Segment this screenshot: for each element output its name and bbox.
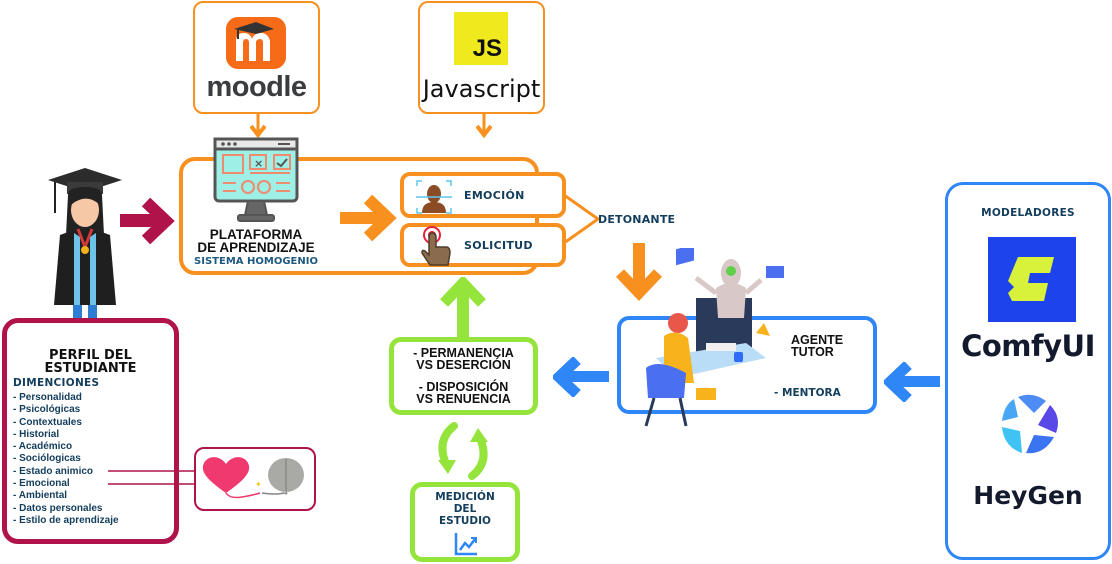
arrow-right-student-to-platform	[120, 198, 175, 244]
arrow-down-javascript	[476, 113, 492, 139]
moodle-logo-card: moodle	[193, 1, 320, 114]
touch-hand-icon	[421, 226, 451, 266]
arrow-left-modelers-to-agent	[884, 362, 940, 402]
dimension-item: - Emocional	[13, 478, 70, 490]
outcome-reluctance: VS RENUENCIA	[416, 392, 511, 406]
heygen-icon	[996, 391, 1066, 461]
dimension-item: - Estado animico	[13, 465, 94, 477]
heygen-wordmark: HeyGen	[973, 481, 1083, 510]
request-trigger-card: SOLICITUD	[400, 223, 566, 267]
robot-tutor-illustration	[644, 248, 784, 427]
dimension-item: - Personalidad	[13, 392, 82, 403]
javascript-wordmark: Javascript	[422, 75, 541, 103]
comfyui-wordmark: ComfyUI	[961, 329, 1095, 363]
emotion-label: EMOCIÓN	[464, 189, 525, 202]
dimensions-list: - Personalidad - Psicológicas - Contextu…	[13, 392, 119, 527]
study-measurement-card: MEDICIÓN DEL ESTUDIO	[410, 482, 520, 562]
dimension-item: - Psicológicas	[13, 404, 81, 416]
outcome-desertion: VS DESERCIÓN	[416, 358, 511, 372]
student-profile-card: PERFIL DEL ESTUDIANTE DIMENCIONES - Pers…	[2, 318, 179, 544]
dimension-item: - Contextuales	[13, 416, 82, 428]
agent-role: - MENTORA	[774, 387, 841, 399]
trigger-label: DETONANTE	[598, 213, 676, 226]
moodle-icon	[226, 17, 286, 69]
agent-title: AGENTE TUTOR	[791, 333, 844, 359]
face-scan-icon	[416, 180, 452, 214]
outcome-disposition: - DISPOSICIÓN	[418, 380, 509, 394]
student-profile-title: PERFIL DEL ESTUDIANTE	[44, 348, 137, 376]
dimension-item: - Ambiental	[13, 490, 68, 502]
graduate-student-illustration	[48, 168, 122, 339]
svg-text:✦: ✦	[255, 480, 262, 489]
javascript-logo-card: JS Javascript	[418, 1, 545, 114]
comfyui-icon	[988, 237, 1076, 322]
platform-title: PLATAFORMA DE APRENDIZAJE SISTEMA HOMOGE…	[186, 228, 326, 267]
request-label: SOLICITUD	[464, 239, 533, 252]
trigger-bracket	[563, 193, 601, 245]
arrow-down-to-agent	[616, 243, 662, 301]
connector-lines-emotion	[108, 470, 196, 485]
modelers-title: MODELADORES	[981, 207, 1075, 219]
moodle-wordmark: moodle	[206, 71, 307, 103]
arrow-left-agent-to-outcomes	[553, 357, 609, 397]
platform-subtitle: SISTEMA HOMOGENIO	[194, 256, 318, 267]
dimension-item: - Académico	[13, 441, 73, 453]
monitor-icon: ×	[213, 137, 299, 222]
dimension-item: - Estilo de aprendizaje	[13, 514, 119, 526]
js-icon: JS	[454, 12, 508, 65]
outcomes-card: - PERMANENCIA VS DESERCIÓN - DISPOSICIÓN…	[389, 337, 538, 415]
line-chart-icon	[454, 533, 477, 556]
dimension-item: - Datos personales	[13, 502, 103, 514]
arrow-down-moodle	[250, 113, 266, 139]
dimension-item: - Historial	[13, 428, 60, 440]
heart-brain-icon: ✦	[202, 457, 304, 499]
cycle-arrows-icon	[438, 422, 488, 480]
emotion-trigger-card: EMOCIÓN	[400, 172, 566, 218]
arrow-right-platform-to-triggers	[340, 195, 397, 241]
arrow-up-to-platform	[440, 277, 486, 339]
heart-brain-card: ✦	[194, 447, 316, 511]
modelers-card: MODELADORES ComfyUI HeyGen	[945, 182, 1111, 560]
outcome-permanence: - PERMANENCIA	[413, 346, 514, 360]
dimensions-heading: DIMENCIONES	[13, 377, 100, 389]
svg-text:×: ×	[254, 157, 263, 170]
dimension-item: - Sociólogicas	[13, 453, 81, 465]
